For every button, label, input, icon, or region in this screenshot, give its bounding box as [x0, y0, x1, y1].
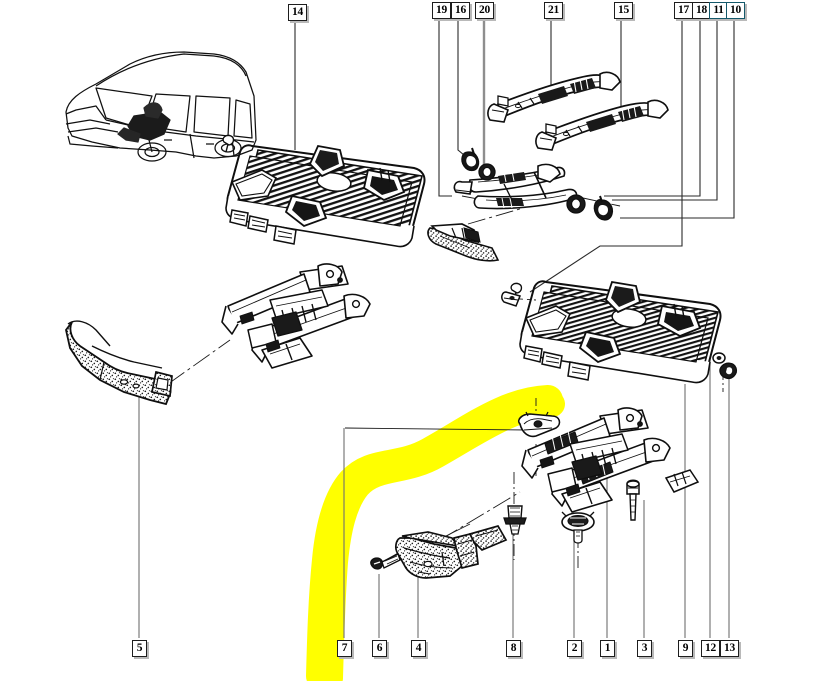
callout-20[interactable]: 20: [475, 2, 494, 19]
support-bracket-left: [65, 320, 173, 406]
support-bracket-lower: [394, 524, 508, 579]
callout-8[interactable]: 8: [506, 640, 521, 657]
bolt-right: [719, 362, 738, 380]
mounting-plate: [517, 411, 561, 438]
washer-right: [712, 352, 726, 364]
callout-15[interactable]: 15: [614, 2, 633, 19]
callout-21[interactable]: 21: [544, 2, 563, 19]
callout-9[interactable]: 9: [678, 640, 693, 657]
runner-end-block: [664, 469, 700, 493]
leader-lines-bottom: [138, 358, 730, 638]
curved-rail-upper: [487, 71, 621, 123]
pin-clip-right: [593, 195, 614, 221]
end-fitting-lower: [501, 291, 738, 493]
callout-6[interactable]: 6: [372, 640, 387, 657]
yellow-marker-annotation: [306, 385, 565, 681]
bushing-right: [566, 194, 586, 214]
bushing: [478, 163, 496, 181]
pin-clip-upper: [461, 147, 480, 172]
bolt-upright: [626, 479, 640, 521]
callout-10[interactable]: 10: [726, 2, 745, 19]
callout-14[interactable]: 14: [288, 4, 307, 21]
callout-12[interactable]: 12: [701, 640, 720, 657]
seat-runner-assembly-upper: [221, 263, 371, 369]
callout-1[interactable]: 1: [600, 640, 615, 657]
leader-lines-top: [294, 19, 735, 293]
seat-cushion-frame-upper: [222, 134, 426, 248]
seat-cushion-frame-lower: [510, 280, 722, 384]
callout-13[interactable]: 13: [720, 640, 739, 657]
bolt-small: [370, 553, 401, 570]
callout-16[interactable]: 16: [451, 2, 470, 19]
callout-19[interactable]: 19: [432, 2, 451, 19]
seat-runner-assembly-lower: [521, 407, 671, 513]
callout-2[interactable]: 2: [567, 640, 582, 657]
assembly-guide-lines: [167, 195, 724, 568]
end-fitting-upper: [427, 223, 500, 262]
callout-17[interactable]: 17: [674, 2, 693, 19]
curved-rail-lower: [535, 99, 669, 151]
callout-7[interactable]: 7: [337, 640, 352, 657]
star-nut-washer: [561, 511, 595, 544]
callout-4[interactable]: 4: [411, 640, 426, 657]
bolt-flanged: [503, 505, 527, 535]
callout-5[interactable]: 5: [132, 640, 147, 657]
scissor-linkage: [453, 147, 614, 221]
callout-3[interactable]: 3: [637, 640, 652, 657]
